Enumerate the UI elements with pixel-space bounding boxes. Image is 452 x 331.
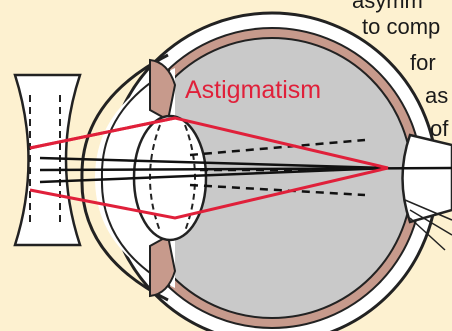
astigmatism-label: Astigmatism <box>185 76 321 104</box>
caption-fragment-3: for <box>410 52 436 74</box>
caption-fragment-4: as <box>425 85 448 107</box>
caption-fragment-1: asymm <box>352 0 423 12</box>
caption-fragment-2: to comp <box>362 16 440 38</box>
caption-fragment-5: of <box>430 118 448 140</box>
